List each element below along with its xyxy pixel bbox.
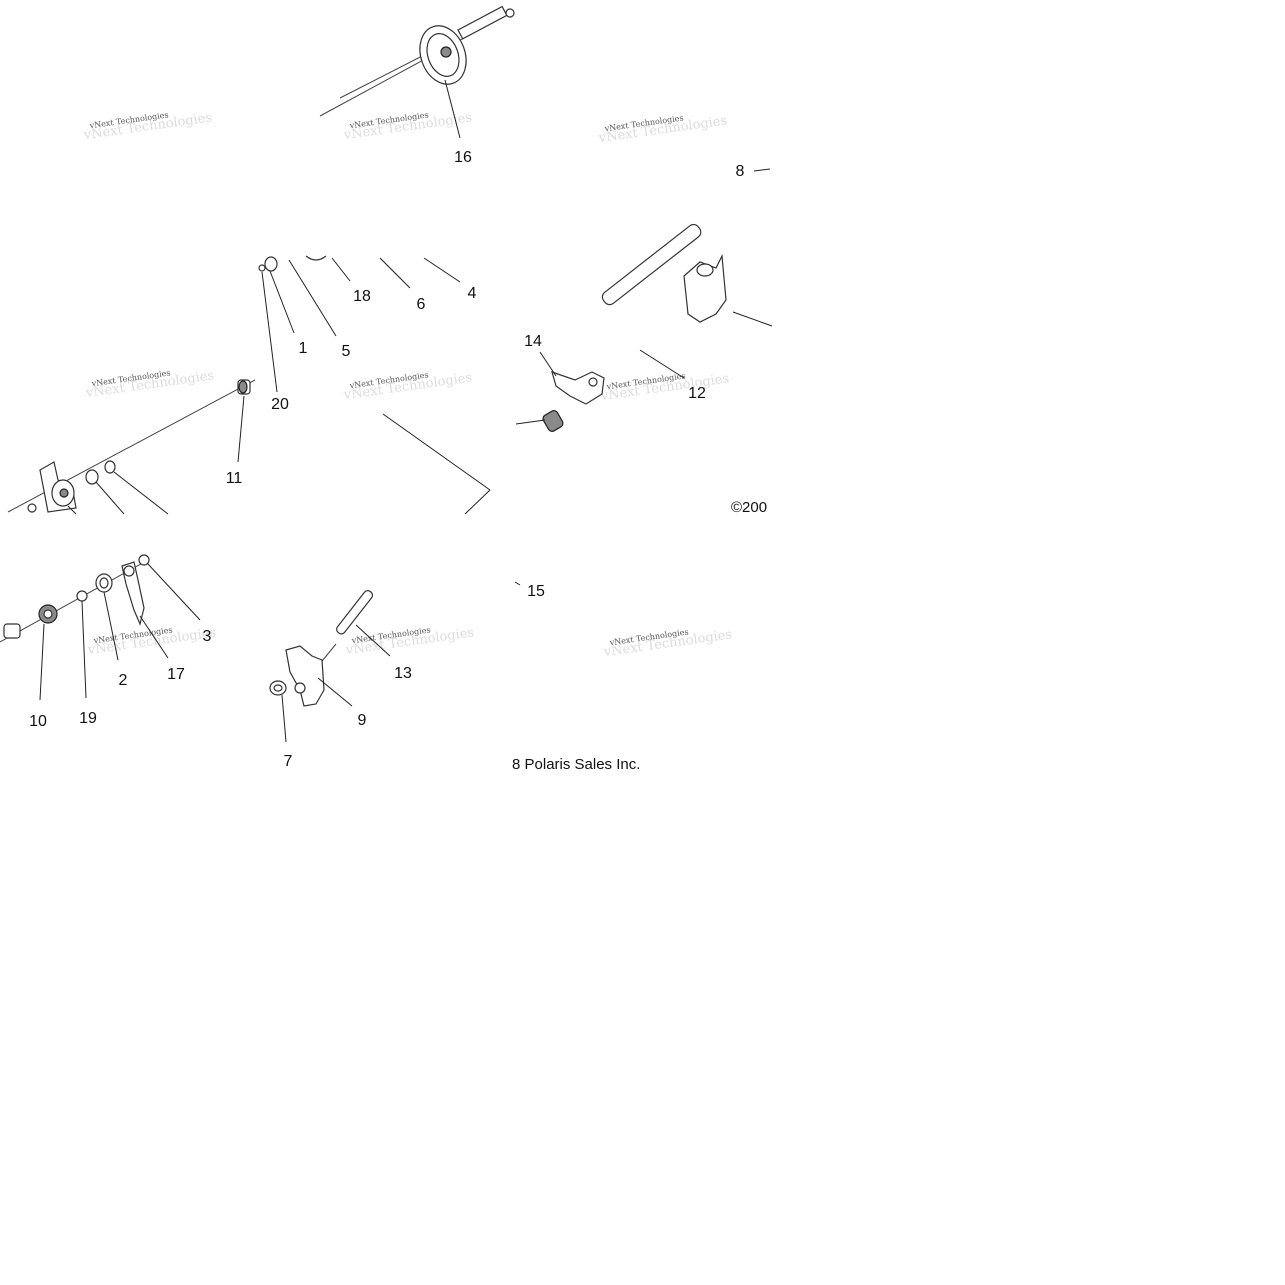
leader-20 (261, 271, 278, 393)
upper-small-parts (258, 255, 461, 393)
bearing (3, 623, 21, 639)
shift-fork-9 (285, 645, 325, 707)
leader-17 (139, 615, 169, 659)
washer-19 (76, 590, 88, 602)
lever-17 (121, 561, 145, 626)
watermark: vNext Technologies vNext Technologies (86, 625, 217, 658)
fork-14-bore (588, 377, 598, 387)
gear-10-bore (43, 609, 53, 619)
watermark-group: vNext Technologies vNext Technologies vN… (82, 110, 733, 660)
callout-labels: 16 8 18 6 4 1 5 20 11 14 12 15 3 17 2 19… (29, 149, 744, 770)
fork-9-bore (294, 682, 306, 694)
watermark: vNext Technologies vNext Technologies (602, 627, 733, 660)
callout-13: 13 (394, 665, 412, 682)
watermark: vNext Technologies vNext Technologies (599, 371, 730, 404)
leader-8 (753, 168, 771, 172)
sprocket-hub (440, 46, 452, 58)
shaft-16 (457, 5, 508, 40)
callout-6: 6 (417, 296, 426, 313)
leader-4 (423, 257, 461, 283)
callout-19: 19 (79, 710, 97, 727)
lower-fork-assembly (269, 590, 391, 743)
clip-18 (305, 255, 327, 261)
leader-9 (317, 677, 353, 707)
leader-11 (237, 395, 245, 463)
leader-16 (444, 79, 461, 139)
callout-17: 17 (167, 666, 185, 683)
leader-7 (281, 694, 287, 743)
callout-20: 20 (271, 396, 289, 413)
callout-14: 14 (524, 333, 542, 350)
shaft-end (505, 8, 515, 18)
callout-5: 5 (342, 343, 351, 360)
callout-2: 2 (119, 672, 128, 689)
lower-shaft-assembly (0, 554, 201, 701)
leader-13 (355, 624, 391, 657)
fork-rail-12 (601, 223, 702, 306)
leader-5 (288, 259, 337, 337)
shift-drum-assembly (319, 5, 515, 139)
leader-18 (331, 257, 351, 282)
callout-16: 16 (454, 149, 472, 166)
watermark: vNext Technologies vNext Technologies (344, 625, 475, 658)
bushing-11-bore (238, 380, 248, 394)
fork-boss (696, 263, 714, 277)
washer-1 (264, 256, 278, 272)
callout-11: 11 (226, 470, 243, 487)
callout-12: 12 (688, 385, 706, 402)
leader-14 (539, 351, 557, 377)
callout-15: 15 (527, 583, 545, 600)
nut-3 (138, 554, 150, 566)
leader-6 (379, 257, 411, 289)
leader-19 (81, 600, 87, 699)
shift-fork-assembly (515, 223, 773, 432)
callout-18: 18 (353, 288, 371, 305)
washer (85, 469, 99, 485)
clip-7-bore (273, 684, 283, 692)
leader-2 (103, 591, 119, 661)
callout-1: 1 (299, 340, 308, 357)
leader-10 (39, 623, 45, 701)
leader-1 (269, 270, 295, 334)
leader-15-upper (464, 489, 491, 515)
leader-15 (514, 581, 521, 586)
callout-3: 3 (203, 628, 212, 645)
leader-15-upper (382, 413, 491, 491)
spring (542, 410, 564, 432)
bushing (104, 460, 116, 474)
watermark: vNext Technologies vNext Technologies (342, 370, 473, 403)
callout-8: 8 (736, 163, 745, 180)
callout-10: 10 (29, 713, 47, 730)
leader-line (95, 481, 125, 515)
watermark: vNext Technologies vNext Technologies (82, 110, 213, 143)
copyright-notice-part2: 8 Polaris Sales Inc. (512, 756, 640, 773)
leader-line (732, 311, 773, 327)
watermark: vNext Technologies vNext Technologies (84, 368, 215, 401)
leader-line (67, 505, 77, 515)
callout-7: 7 (284, 753, 293, 770)
copyright-notice-part1: ©200 (731, 499, 767, 516)
shaft-axis-line (339, 51, 431, 99)
shift-fork-14 (551, 371, 605, 405)
hub-bore (59, 488, 69, 498)
leader-12 (639, 349, 685, 379)
watermark: vNext Technologies vNext Technologies (597, 113, 728, 146)
lever-17-bore (123, 565, 135, 577)
leader-line (515, 419, 546, 425)
leader-3 (147, 563, 201, 621)
callout-9: 9 (358, 712, 367, 729)
left-shaft-assembly (7, 379, 256, 515)
nut (27, 503, 37, 513)
fork-rail-13 (336, 590, 374, 635)
leader-line (113, 471, 169, 515)
washer-2-bore (99, 577, 109, 589)
callout-4: 4 (468, 285, 477, 302)
pin-20 (258, 264, 266, 272)
